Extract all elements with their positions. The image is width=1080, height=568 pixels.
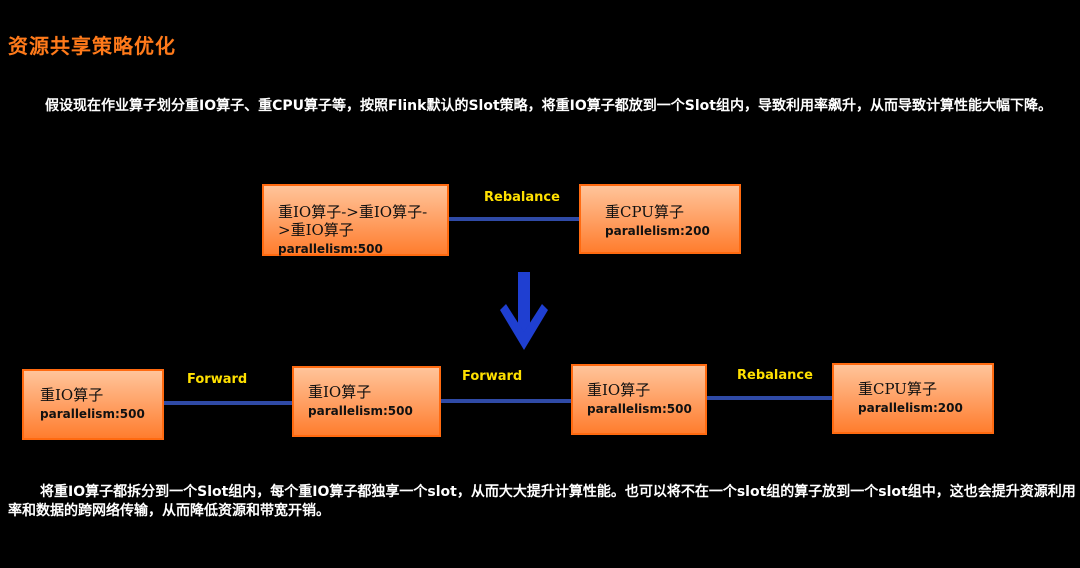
edge-rebalance-bottom bbox=[707, 396, 832, 400]
node-io-1-parallelism: parallelism:500 bbox=[40, 407, 145, 421]
node-io-chain-label: 重IO算子->重IO算子->重IO算子 bbox=[278, 203, 428, 239]
node-io-3: 重IO算子 parallelism:500 bbox=[571, 364, 707, 435]
node-io-1: 重IO算子 parallelism:500 bbox=[22, 369, 164, 440]
node-cpu-top-parallelism: parallelism:200 bbox=[605, 224, 710, 238]
conclusion-paragraph: 将重IO算子都拆分到一个Slot组内，每个重IO算子都独享一个slot，从而大大… bbox=[8, 484, 1076, 519]
node-cpu-bottom: 重CPU算子 parallelism:200 bbox=[832, 363, 994, 434]
node-cpu-top-label: 重CPU算子 bbox=[605, 203, 684, 221]
node-io-chain-parallelism: parallelism:500 bbox=[278, 242, 383, 256]
node-io-chain: 重IO算子->重IO算子->重IO算子 parallelism:500 bbox=[262, 184, 449, 256]
edge-rebalance-top bbox=[449, 217, 579, 221]
page-title: 资源共享策略优化 bbox=[8, 34, 176, 58]
node-io-2-parallelism: parallelism:500 bbox=[308, 404, 413, 418]
edge-label-rebalance-top: Rebalance bbox=[484, 190, 560, 205]
node-cpu-top: 重CPU算子 parallelism:200 bbox=[579, 184, 741, 254]
node-io-3-parallelism: parallelism:500 bbox=[587, 402, 692, 416]
node-cpu-bottom-parallelism: parallelism:200 bbox=[858, 401, 963, 415]
edge-label-forward-1: Forward bbox=[187, 372, 248, 387]
node-io-2-label: 重IO算子 bbox=[308, 383, 372, 401]
intro-paragraph: 假设现在作业算子划分重IO算子、重CPU算子等，按照Flink默认的Slot策略… bbox=[45, 98, 1052, 114]
down-arrow-icon bbox=[500, 272, 548, 350]
node-io-2: 重IO算子 parallelism:500 bbox=[292, 366, 441, 437]
node-io-1-label: 重IO算子 bbox=[40, 386, 104, 404]
edge-label-rebalance-bottom: Rebalance bbox=[737, 368, 813, 383]
node-cpu-bottom-label: 重CPU算子 bbox=[858, 380, 937, 398]
edge-forward-2 bbox=[441, 399, 571, 403]
edge-forward-1 bbox=[164, 401, 292, 405]
node-io-3-label: 重IO算子 bbox=[587, 381, 651, 399]
edge-label-forward-2: Forward bbox=[462, 369, 523, 384]
